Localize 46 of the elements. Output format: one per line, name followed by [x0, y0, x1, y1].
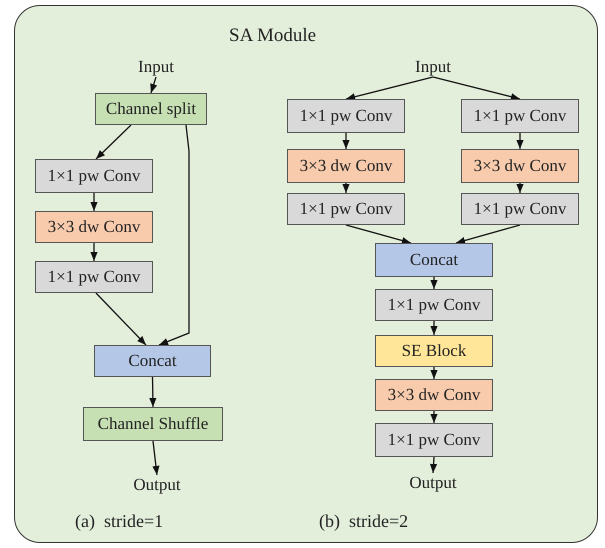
arrow	[456, 224, 520, 244]
arrow	[90, 243, 98, 261]
process-box: 1×1 pw Conv	[375, 423, 493, 457]
process-box: 1×1 pw Conv	[461, 99, 579, 133]
arrow	[96, 292, 146, 346]
arrow	[346, 76, 434, 100]
arrow	[152, 440, 160, 476]
process-box: Concat	[375, 243, 493, 277]
arrow	[346, 224, 412, 244]
subfigure-caption: (b) stride=2	[319, 511, 408, 532]
arrow	[430, 277, 438, 289]
process-box: 1×1 pw Conv	[461, 193, 579, 225]
process-box: SE Block	[375, 335, 493, 367]
module-title: SA Module	[229, 25, 316, 47]
arrow	[149, 376, 156, 408]
arrow	[430, 411, 438, 423]
module-panel	[14, 5, 598, 543]
process-box: 1×1 pw Conv	[375, 289, 493, 321]
process-box: 3×3 dw Conv	[461, 149, 579, 183]
flow-text: Input	[134, 57, 178, 77]
arrow	[96, 124, 132, 160]
process-box: Channel split	[95, 93, 207, 125]
flow-text: Input	[410, 57, 456, 77]
process-box: 1×1 pw Conv	[287, 193, 405, 225]
arrow	[430, 456, 438, 474]
process-box: Concat	[94, 345, 211, 377]
process-box: Channel Shuffle	[83, 407, 223, 441]
process-box: 3×3 dw Conv	[287, 149, 405, 183]
arrow	[90, 193, 98, 211]
process-box: 3×3 dw Conv	[35, 211, 153, 243]
arrow	[158, 124, 190, 346]
arrow	[342, 183, 350, 193]
process-box: 3×3 dw Conv	[375, 379, 493, 411]
arrow	[150, 76, 158, 94]
arrow	[516, 133, 524, 149]
process-box: 1×1 pw Conv	[287, 99, 405, 133]
process-box: 1×1 pw Conv	[35, 261, 153, 293]
process-box: 1×1 pw Conv	[35, 159, 153, 193]
subfigure-caption: (a) stride=1	[75, 511, 164, 532]
flow-text: Output	[403, 473, 463, 493]
flow-text: Output	[127, 475, 187, 495]
arrow	[430, 367, 438, 379]
arrow	[342, 133, 350, 149]
arrow	[430, 321, 438, 335]
arrow	[432, 76, 520, 100]
arrow	[516, 183, 524, 193]
